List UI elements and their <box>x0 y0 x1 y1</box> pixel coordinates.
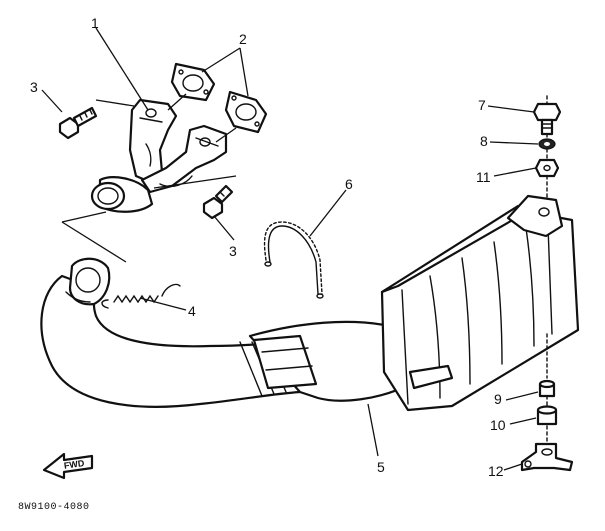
callout-9: 9 <box>494 391 502 407</box>
front-arrow-label: FWD <box>63 458 85 471</box>
flange-bolt-icon <box>202 184 234 220</box>
exhaust-pipe-joint-icon <box>90 98 228 213</box>
mounting-bolt-icon <box>532 102 562 136</box>
callout-11: 11 <box>476 169 491 185</box>
callout-4: 4 <box>188 303 196 319</box>
callout-labels: 1 2 3 3 4 5 6 7 8 11 9 10 12 <box>30 15 506 479</box>
callout-6: 6 <box>345 176 353 192</box>
callout-3: 3 <box>229 243 237 259</box>
callout-10: 10 <box>490 417 506 433</box>
callout-8: 8 <box>480 133 488 149</box>
heat-protector-spring-icon <box>263 221 324 299</box>
joint-assembly-lines <box>61 93 237 263</box>
leader-lines <box>41 27 539 471</box>
callout-1: 1 <box>91 15 99 31</box>
bracket-icon <box>520 442 574 472</box>
callout-2: 2 <box>239 31 247 47</box>
flange-bolt-icon <box>58 106 98 140</box>
exhaust-gasket-icon <box>170 62 268 134</box>
callout-7: 7 <box>478 97 486 113</box>
muffler-assembly-icon <box>248 194 580 412</box>
damper-icon <box>538 379 556 398</box>
collar-icon <box>536 405 558 426</box>
nut-icon <box>534 158 560 178</box>
front-direction-arrow: FWD <box>42 452 94 480</box>
drawing-number: 8W9100-4080 <box>18 502 90 513</box>
tension-spring-icon <box>101 283 181 309</box>
main-exhaust-pipe <box>40 257 320 408</box>
callout-3: 3 <box>30 79 38 95</box>
callout-12: 12 <box>488 463 504 479</box>
callout-5: 5 <box>377 459 385 475</box>
washer-icon <box>538 138 556 150</box>
